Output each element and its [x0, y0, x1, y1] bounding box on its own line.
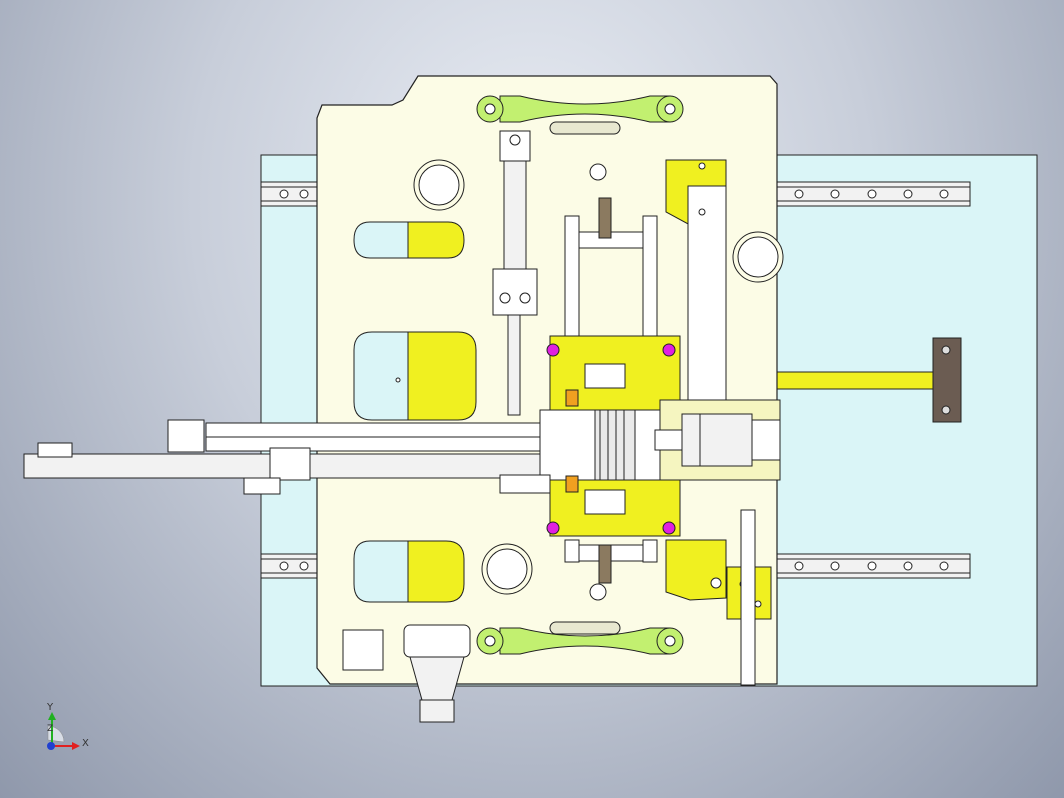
pocket-lower-left — [353, 540, 465, 603]
triad-z-label: Z — [47, 724, 53, 734]
pocket-middle-left — [353, 331, 477, 421]
yellow-slider-arm — [665, 159, 727, 417]
hole-small-top — [589, 163, 607, 181]
linear-rail-top-left — [260, 181, 322, 207]
triad-x-label: X — [82, 738, 89, 749]
linear-rail-top-right — [771, 181, 971, 207]
linear-rail-bottom-left — [260, 553, 322, 579]
bushing-upper-right — [732, 231, 784, 283]
motor — [654, 413, 781, 467]
handle-bottom[interactable] — [476, 621, 684, 655]
bushing-lower-left — [481, 543, 533, 595]
triad-y-label: Y — [46, 702, 54, 713]
pocket-upper-left — [353, 221, 465, 259]
linear-rail-bottom-right — [771, 553, 971, 579]
hole-small-bottom — [589, 583, 607, 601]
sprue-nozzle — [342, 624, 471, 723]
horizontal-cylinder — [23, 419, 551, 495]
core-block — [539, 363, 661, 515]
slide-frame — [564, 197, 658, 584]
vertical-cylinder — [492, 130, 538, 416]
handle-top[interactable] — [476, 95, 684, 135]
bushing-upper-left — [413, 159, 465, 211]
coordinate-triad: X Y Z — [46, 702, 89, 750]
bolts-magenta — [546, 343, 676, 535]
yellow-block-lower-right — [665, 509, 772, 686]
